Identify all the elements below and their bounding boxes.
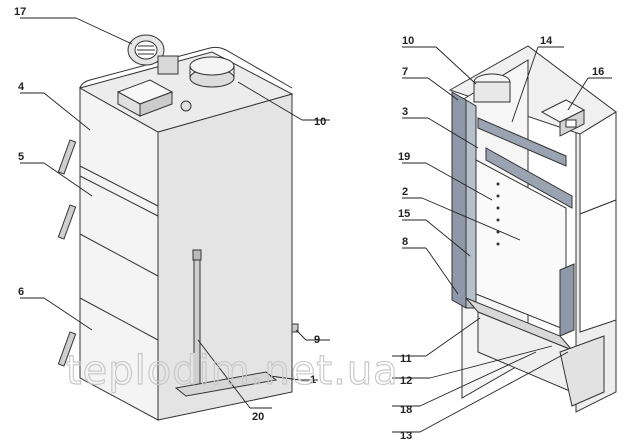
label-15: 15 — [398, 208, 410, 220]
label-10-left: 10 — [314, 116, 326, 128]
label-5: 5 — [18, 151, 24, 163]
labels-right: 10 14 16 7 3 19 2 15 8 11 12 18 13 — [398, 35, 604, 442]
fan-unit — [127, 34, 179, 75]
label-17: 17 — [14, 6, 26, 18]
label-16: 16 — [592, 66, 604, 78]
label-13: 13 — [400, 430, 412, 442]
baffle-upper — [477, 117, 567, 167]
flue-outlet — [189, 56, 235, 88]
label-8: 8 — [402, 236, 408, 248]
label-9: 9 — [314, 334, 320, 346]
watermark: teplodim.net.ua — [66, 348, 399, 394]
labels-left: 17 4 5 6 10 9 1 20 — [14, 6, 326, 423]
leader-lines-right — [392, 46, 612, 433]
label-7: 7 — [402, 66, 408, 78]
label-12: 12 — [400, 375, 412, 387]
door-handles — [57, 139, 77, 367]
label-11: 11 — [400, 353, 412, 365]
label-6: 6 — [18, 286, 24, 298]
base-plate — [174, 371, 278, 397]
drain-fitting — [291, 323, 299, 333]
label-4: 4 — [18, 81, 25, 93]
label-1: 1 — [310, 374, 316, 386]
label-2: 2 — [402, 186, 408, 198]
air-holes — [496, 182, 500, 246]
label-10-right: 10 — [402, 35, 414, 47]
label-18: 18 — [400, 404, 412, 416]
label-19: 19 — [398, 151, 410, 163]
insulation-wall — [451, 91, 467, 309]
boiler-exterior — [57, 34, 299, 421]
label-20: 20 — [252, 411, 264, 423]
label-3: 3 — [402, 106, 408, 118]
boiler-cutaway — [448, 45, 617, 413]
baffle-lower — [485, 147, 573, 209]
label-14: 14 — [540, 35, 553, 47]
leader-lines-left — [20, 17, 330, 409]
